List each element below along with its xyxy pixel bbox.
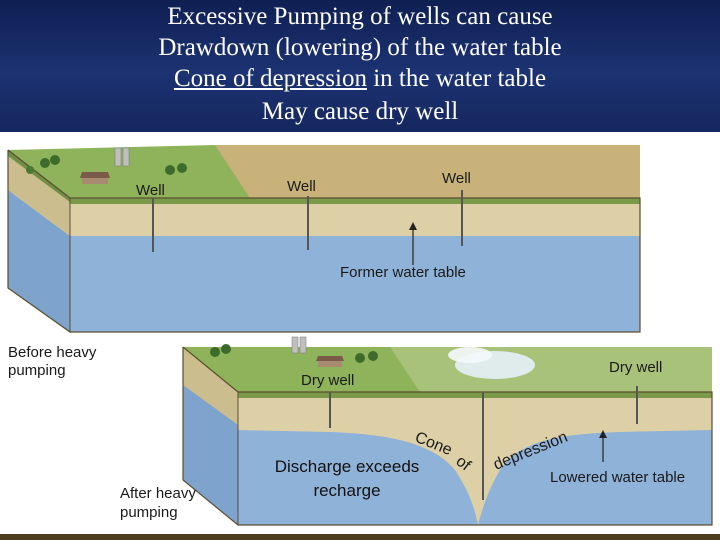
title-line-4: May cause dry well [261,98,459,125]
groundwater-diagram: Well Well Well Former water table Before… [7,145,713,526]
unsaturated-zone-with-cone [238,392,712,525]
label-dry-well-right: Dry well [609,359,662,376]
callout-line-2: recharge [313,481,381,500]
label-dry-well-left: Dry well [301,372,354,389]
label-former-water-table: Former water table [340,264,466,281]
title-line-1: Excessive Pumping of wells can cause [167,3,553,30]
title-line-3-rest: in the water table [366,65,547,92]
label-well-left: Well [136,182,165,199]
caption-before-line1: Before heavy [8,344,97,361]
caption-after-line2: pumping [120,504,178,521]
bottom-border [0,534,720,540]
cone-of-depression-term: Cone of depression [173,65,367,92]
saturated-zone [70,236,640,332]
after-pumping-block: Dry well Dry well Cone of depression Low… [182,336,713,526]
title-line-3: Cone of depression in the water table [0,64,720,94]
callout-line-1: Discharge exceeds [274,457,420,476]
discharge-callout: Discharge exceeds recharge [258,455,436,503]
label-lowered-water-table: Lowered water table [550,469,685,486]
caption-before-line2: pumping [8,362,66,379]
caption-after-line1: After heavy [120,485,196,502]
title-line-2: Drawdown (lowering) of the water table [158,34,562,61]
before-pumping-block: Well Well Well Former water table [7,145,641,333]
land-surface-dry [215,145,640,198]
title-banner: Excessive Pumping of wells can cause Dra… [0,0,720,132]
label-well-right: Well [442,170,471,187]
label-well-middle: Well [287,178,316,195]
